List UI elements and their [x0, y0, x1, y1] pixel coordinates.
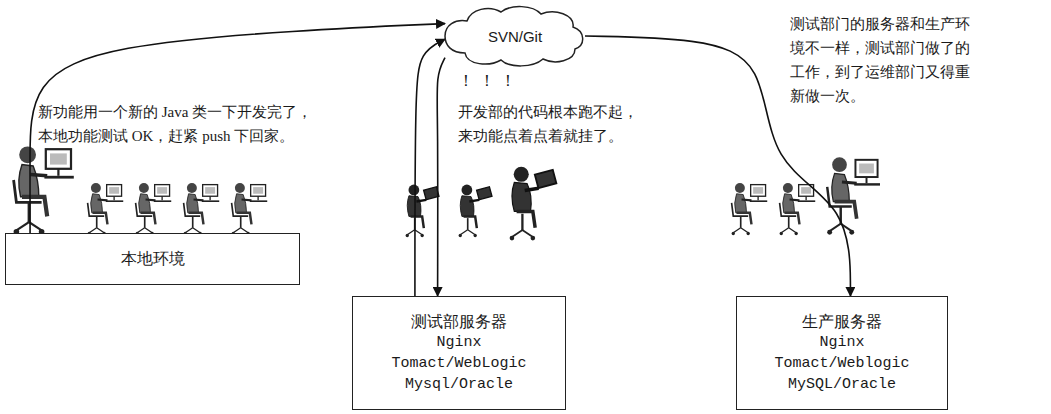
stack-list: Nginx Tomact/Weblogic MySQL/Oracle [774, 332, 909, 395]
repository-cloud: SVN/Git [445, 5, 585, 67]
server-box: 生产服务器Nginx Tomact/Weblogic MySQL/Oracle [736, 296, 948, 410]
operations-note: 测试部门的服务器和生产环 境不一样，测试部门做了的 工作，到了运维部门又得重 新… [790, 12, 1005, 108]
flow-arrow [415, 39, 445, 296]
repository-name: SVN/Git [488, 28, 542, 45]
tester-figure [459, 185, 492, 238]
node-title: 测试部服务器 [411, 311, 507, 333]
developer-figure [232, 183, 268, 235]
flow-arrow [30, 24, 445, 233]
operator-figure [827, 157, 880, 234]
operator-figure [780, 183, 816, 235]
developer-figure [88, 183, 124, 235]
server-box: 测试部服务器Nginx Tomact/WebLogic Mysql/Oracle [352, 296, 566, 410]
environment-box: 本地环境 [5, 233, 300, 285]
developer-figure [136, 183, 172, 235]
developer-note: 新功能用一个新的 Java 类一下开发完了， 本地功能测试 OK，赶紧 push… [38, 100, 358, 148]
stack-list: Nginx Tomact/WebLogic Mysql/Oracle [391, 332, 526, 395]
cloud-shape [445, 7, 583, 66]
tester-figure [510, 167, 557, 241]
tester-figure [406, 185, 439, 238]
operator-figure [732, 183, 768, 235]
developer-figure [184, 183, 220, 235]
flow-arrow [437, 58, 445, 296]
tester-note: 开发部的代码根本跑不起， 来功能点着点着就挂了。 [458, 100, 698, 148]
developer-figure [14, 146, 74, 234]
alarm-mark: ！！！ [458, 68, 538, 94]
node-title: 本地环境 [121, 249, 185, 270]
node-title: 生产服务器 [802, 311, 882, 333]
